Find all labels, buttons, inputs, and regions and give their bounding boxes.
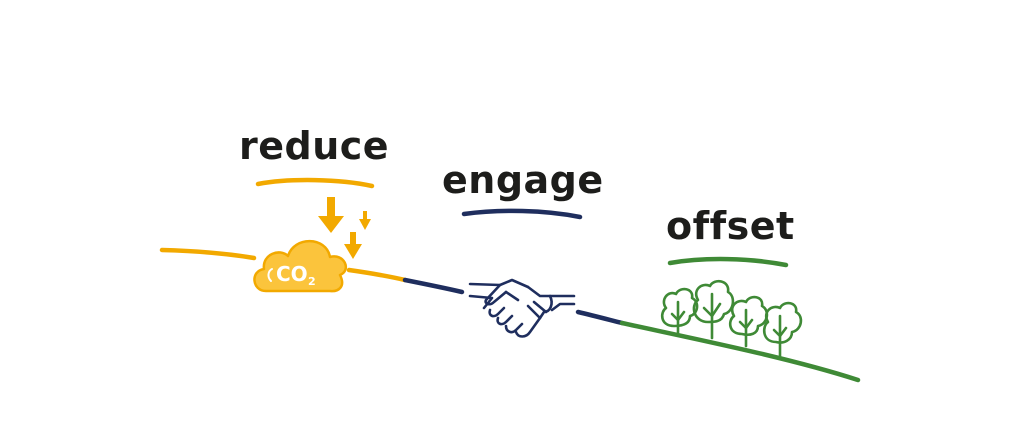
- tree-icon: [660, 287, 699, 336]
- tree-icon: [692, 279, 735, 340]
- reduce-path-right: [346, 267, 408, 283]
- tree-icon: [762, 301, 803, 358]
- co2-cloud-icon: CO 2: [253, 240, 348, 293]
- down-arrow-icon: [318, 197, 344, 233]
- engage-path-left: [402, 277, 465, 295]
- engage-label: engage: [442, 158, 604, 202]
- engage-path-right: [575, 309, 625, 326]
- tree-icon: [728, 295, 769, 348]
- handshake-icon: [468, 278, 576, 338]
- co2-subscript: 2: [308, 275, 316, 288]
- reduce-underline: [255, 177, 375, 189]
- offset-path: [619, 320, 861, 383]
- reduce-label: reduce: [239, 124, 390, 168]
- offset-label: offset: [666, 204, 795, 248]
- co2-text: CO: [276, 262, 308, 286]
- reduce-path-left: [159, 247, 257, 261]
- down-arrow-icon: [359, 211, 371, 230]
- engage-underline: [461, 208, 583, 220]
- offset-underline: [667, 256, 789, 268]
- down-arrow-icon: [344, 232, 362, 259]
